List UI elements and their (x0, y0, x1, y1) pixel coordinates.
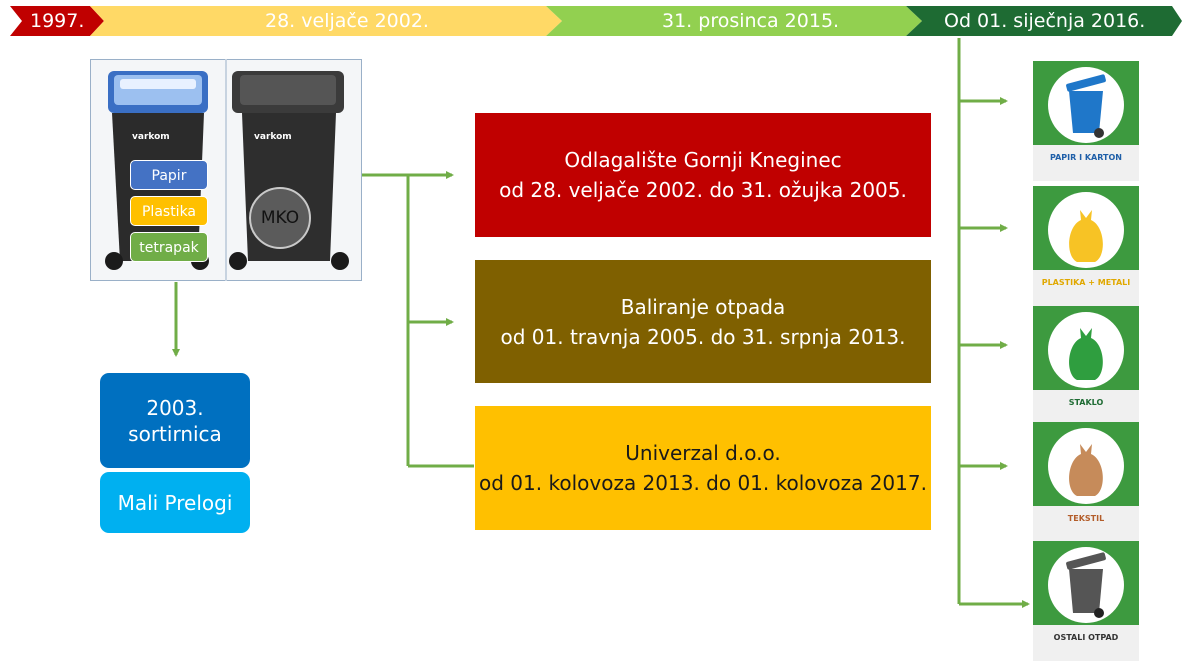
disposal-box-univerzal: Univerzal d.o.o. od 01. kolovoza 2013. d… (475, 406, 931, 530)
sorting-facility-box: 2003. sortirnica (100, 373, 250, 468)
sorting-location-name: Mali Prelogi (117, 490, 233, 515)
bin-brand-right: varkom (254, 132, 292, 142)
bin-label-mko: MKO (249, 187, 311, 249)
sorting-facility-name: sortirnica (128, 421, 222, 446)
disposal-title: Baliranje otpada (620, 294, 786, 319)
blue-bin-icon (1066, 74, 1106, 138)
category-label: PLASTIKA + METALI (1041, 278, 1131, 287)
category-tile-papir-karton: PAPIR I KARTON (1033, 61, 1139, 181)
disposal-box-gornji-kneginec: Odlagalište Gornji Kneginec od 28. velja… (475, 113, 931, 237)
timeline-segment-1997 (10, 6, 104, 36)
timeline-bar (10, 6, 1182, 36)
disposal-period: od 01. travnja 2005. do 31. srpnja 2013. (500, 324, 906, 349)
timeline-segment-2015 (546, 6, 922, 36)
disposal-period: od 28. veljače 2002. do 31. ožujka 2005. (499, 178, 907, 202)
disposal-box-baliranje: Baliranje otpada od 01. travnja 2005. do… (475, 260, 931, 383)
category-label: PAPIR I KARTON (1049, 153, 1122, 162)
bin-label-papir: Papir (130, 160, 208, 190)
timeline-segment-2016 (906, 6, 1182, 36)
sorting-location-box: Mali Prelogi (100, 472, 250, 533)
timeline-label-2015: 31. prosinca 2015. (662, 10, 840, 32)
sorting-facility-year: 2003. (146, 395, 204, 420)
brown-bag-icon (1069, 444, 1103, 496)
timeline-label-2002: 28. veljače 2002. (265, 10, 429, 32)
category-tile-plastika-metali: PLASTIKA + METALI (1033, 186, 1139, 306)
green-bag-icon (1069, 328, 1103, 380)
category-tile-staklo: STAKLO (1033, 306, 1139, 426)
bins-divider (225, 59, 227, 281)
bin-label-tetrapak: tetrapak (130, 232, 208, 262)
timeline-label-2016: Od 01. siječnja 2016. (944, 10, 1146, 32)
timeline-segment-2002 (90, 6, 562, 36)
timeline-label-1997: 1997. (30, 10, 85, 32)
disposal-period: od 01. kolovoza 2013. do 01. kolovoza 20… (479, 471, 927, 495)
disposal-title: Univerzal d.o.o. (625, 441, 781, 465)
grey-bin-icon (1066, 552, 1106, 618)
yellow-bag-icon (1069, 210, 1103, 262)
bin-label-plastika: Plastika (130, 196, 208, 226)
category-tile-ostali-otpad: OSTALI OTPAD (1033, 541, 1139, 661)
disposal-title: Odlagalište Gornji Kneginec (564, 148, 842, 172)
category-tile-tekstil: TEKSTIL (1033, 422, 1139, 542)
category-label: TEKSTIL (1067, 514, 1105, 523)
category-label: OSTALI OTPAD (1053, 633, 1119, 642)
category-label: STAKLO (1068, 398, 1104, 407)
bin-brand-left: varkom (132, 132, 170, 142)
grey-bin-icon: varkom (229, 71, 349, 270)
